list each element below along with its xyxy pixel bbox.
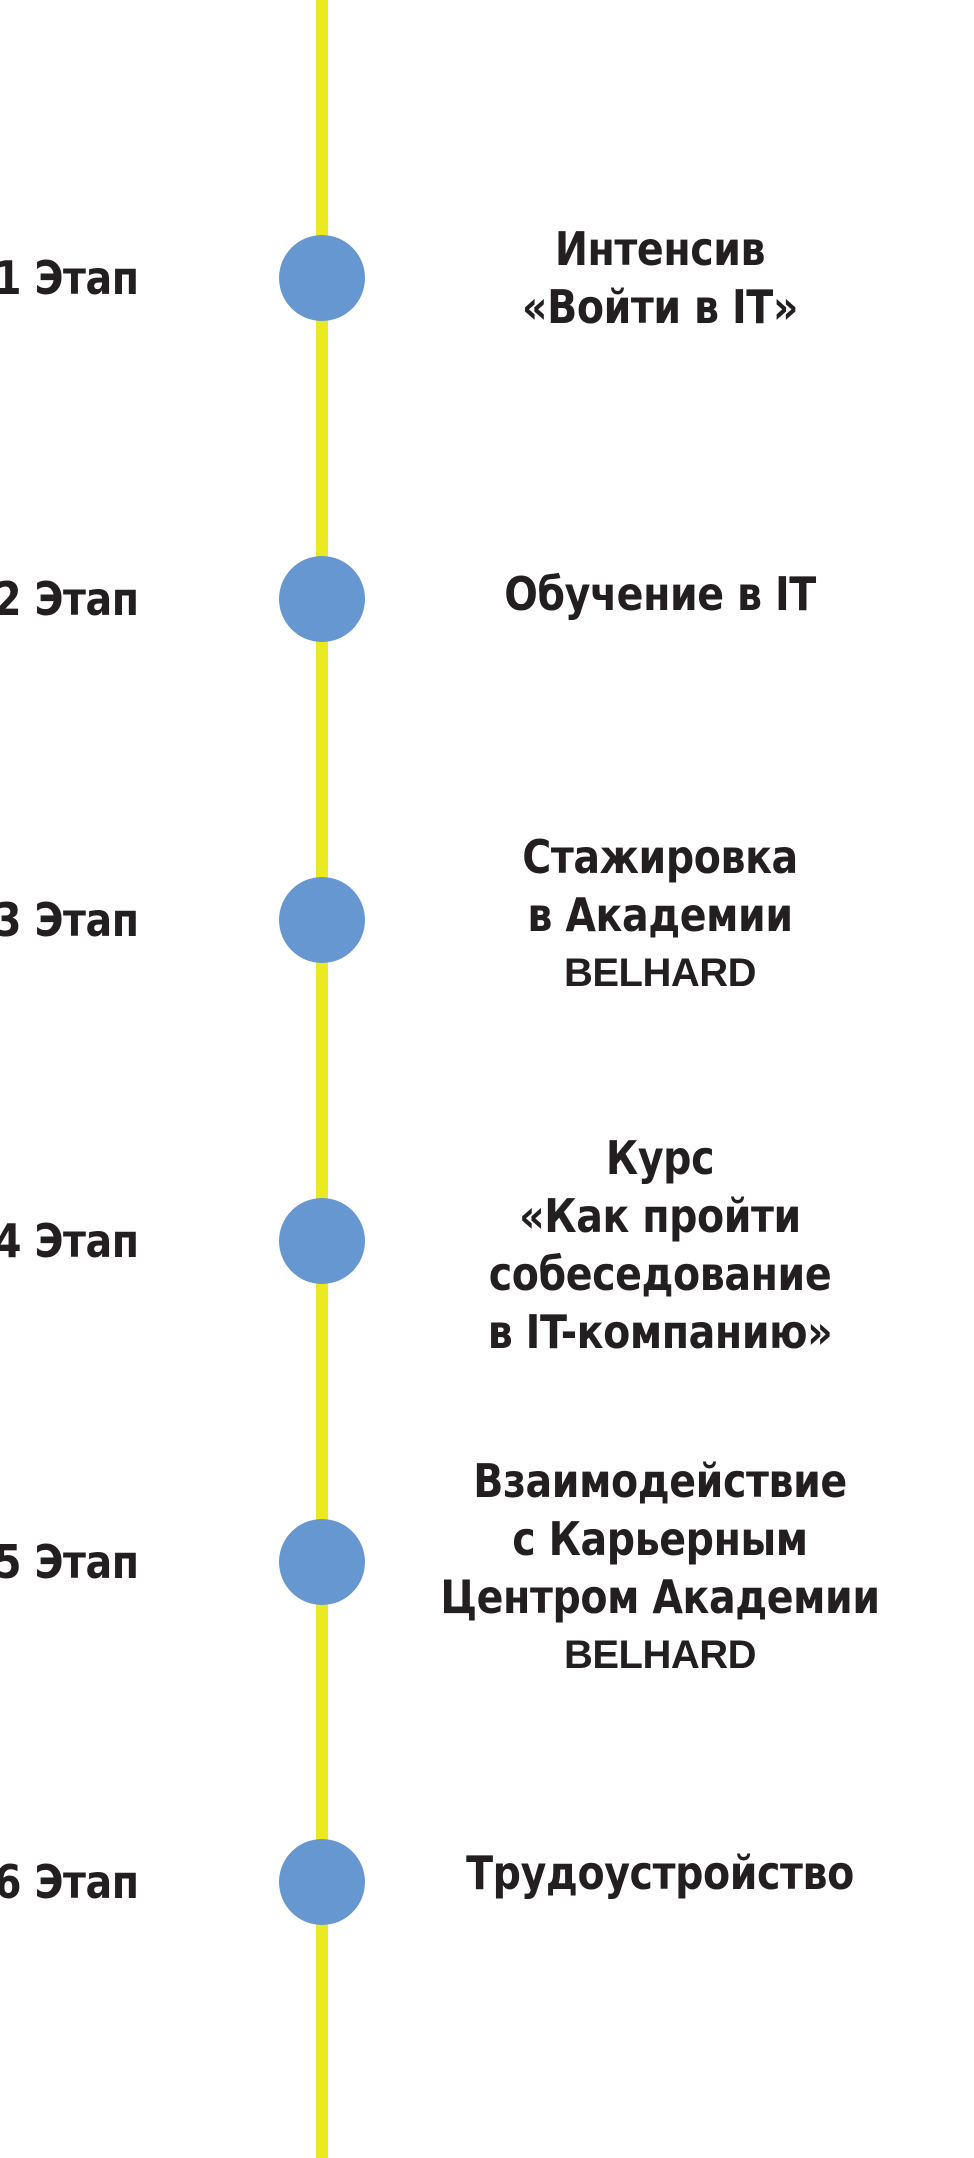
stage-label: 6 Этап	[0, 1855, 139, 1909]
stage-label: 4 Этап	[0, 1214, 139, 1268]
brand-name: BELHARD	[563, 951, 757, 995]
stage-title-line: «Как пройти	[519, 1189, 801, 1243]
stage-title-line: Центром Академии	[440, 1570, 880, 1624]
stage-label: 2 Этап	[0, 572, 139, 626]
timeline-node	[279, 1519, 365, 1605]
stage-title-line: в Академии	[527, 888, 793, 942]
stage-title-line: собеседование	[488, 1247, 832, 1301]
timeline-node	[279, 556, 365, 642]
stage-title: Обучение в IT	[400, 565, 920, 623]
brand-name: BELHARD	[563, 1633, 757, 1677]
stage-title-line: Курс	[605, 1131, 715, 1185]
stage-title-line: в IT-компанию»	[487, 1305, 833, 1359]
stage-label: 3 Этап	[0, 893, 139, 947]
stage-title-line: Трудоустройство	[466, 1846, 854, 1900]
stage-title-line: с Карьерным	[512, 1512, 808, 1566]
stage-title-line: Стажировка	[522, 830, 798, 884]
stage-title: Интенсив «Войти в IT»	[400, 220, 920, 336]
timeline-node	[279, 1839, 365, 1925]
stage-title: Стажировка в Академии BELHARD	[400, 828, 920, 1002]
timeline-node	[279, 235, 365, 321]
stage-title: Трудоустройство	[400, 1844, 920, 1902]
stage-title-line: Обучение в IT	[504, 567, 816, 621]
timeline-node	[279, 1198, 365, 1284]
timeline-line	[316, 0, 328, 2158]
timeline-node	[279, 877, 365, 963]
stage-title: Курс «Как пройти собеседование в IT-комп…	[400, 1129, 920, 1361]
stage-title-line: «Войти в IT»	[522, 280, 798, 334]
stage-label: 5 Этап	[0, 1535, 139, 1589]
stage-label: 1 Этап	[0, 251, 139, 305]
stage-title-line: Интенсив	[554, 222, 766, 276]
stage-title-line: Взаимодействие	[473, 1454, 847, 1508]
stage-title: Взаимодействие с Карьерным Центром Акаде…	[400, 1452, 920, 1684]
